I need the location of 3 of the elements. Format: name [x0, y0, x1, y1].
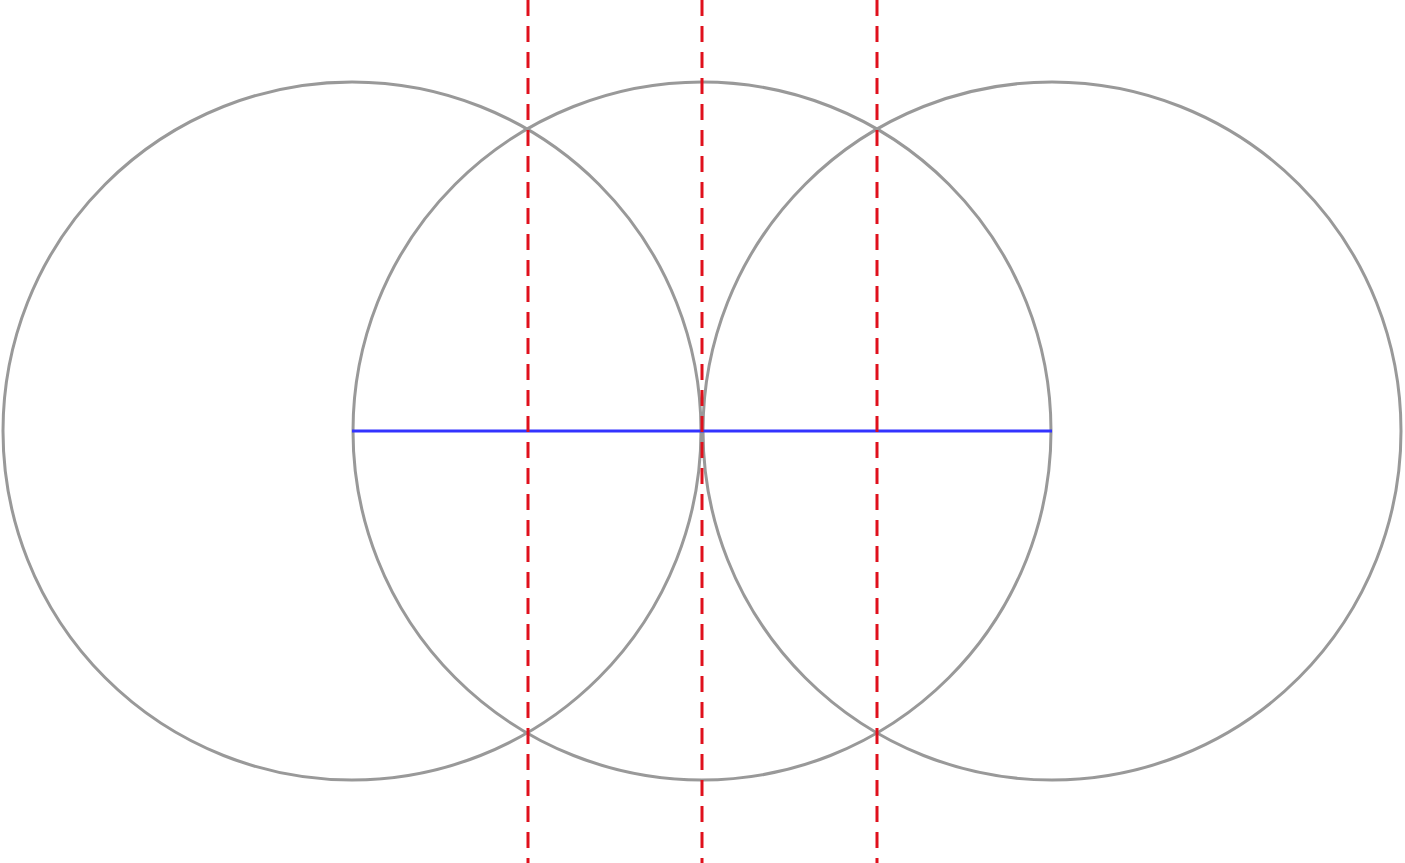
circle-outline: [1, 80, 703, 782]
circle-outline: [351, 80, 1053, 782]
circle-outline: [701, 80, 1403, 782]
